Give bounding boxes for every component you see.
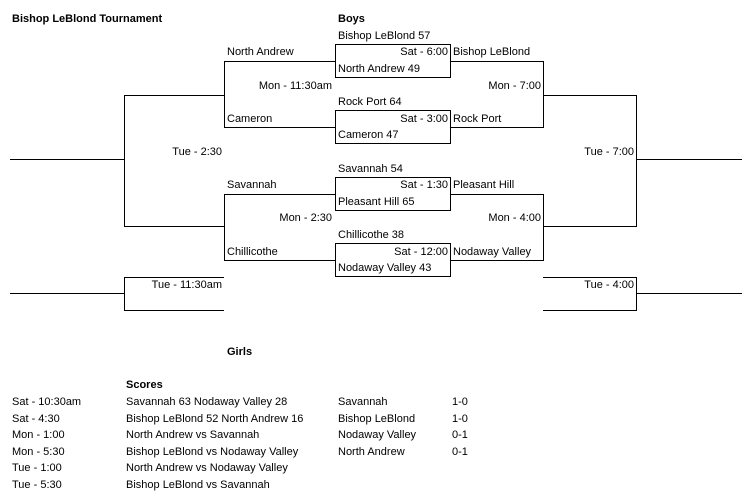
game-box (335, 177, 451, 211)
standings-team: Savannah (338, 396, 388, 408)
bracket-line (450, 61, 544, 62)
game1-time: Sat - 6:00 (400, 46, 448, 58)
boys-heading: Boys (338, 13, 365, 25)
game-box (335, 44, 451, 78)
bracket-line (10, 293, 124, 294)
standings-record: 0-1 (452, 446, 468, 458)
schedule-time: Tue - 5:30 (12, 479, 62, 491)
bracket-line (450, 260, 544, 261)
bracket-line (543, 277, 637, 278)
game3-time: Sat - 1:30 (400, 179, 448, 191)
bracket-line (224, 194, 335, 195)
bracket-line (124, 277, 125, 311)
bracket-line (636, 277, 637, 311)
bracket-line (543, 95, 637, 96)
bracket-line (124, 310, 224, 311)
bracket-line (543, 310, 637, 311)
right-consolation-time: Tue - 4:00 (584, 279, 634, 291)
game3-lower-team: Pleasant Hill 65 (338, 196, 415, 208)
scores-heading: Scores (126, 379, 163, 391)
standings-team: North Andrew (338, 446, 405, 458)
game-box (335, 243, 451, 277)
bracket-line (636, 159, 742, 160)
standings-record: 0-1 (452, 429, 468, 441)
schedule-game: Bishop LeBlond vs Savannah (126, 479, 270, 491)
bracket-line (224, 127, 335, 128)
left-team-chillicothe: Chillicothe (227, 246, 278, 258)
bracket-line (543, 194, 544, 261)
bracket-line (636, 95, 637, 226)
standings-team: Nodaway Valley (338, 429, 417, 441)
bracket-line (224, 61, 225, 128)
standings-team: Bishop LeBlond (338, 413, 416, 425)
schedule-game: Savannah 63 Nodaway Valley 28 (126, 396, 288, 408)
schedule-time: Sat - 4:30 (12, 413, 60, 425)
game2-time: Sat - 3:00 (400, 113, 448, 125)
game2-lower-team: Cameron 47 (338, 129, 399, 141)
standings-record: 1-0 (452, 396, 468, 408)
left-game-time: Mon - 2:30 (279, 212, 332, 224)
bracket-line (124, 226, 224, 227)
game-box (335, 110, 451, 144)
schedule-time: Tue - 1:00 (12, 462, 62, 474)
game4-lower-team: Nodaway Valley 43 (338, 262, 432, 274)
right-final-time: Tue - 7:00 (584, 146, 634, 158)
schedule-time: Sat - 10:30am (12, 396, 82, 408)
bracket-line (124, 277, 224, 278)
game2-upper-team: Rock Port 64 (338, 96, 402, 108)
tournament-title: Bishop LeBlond Tournament (12, 13, 163, 25)
schedule-game: North Andrew vs Nodaway Valley (126, 462, 288, 474)
left-team-cameron: Cameron (227, 113, 273, 125)
game3-winner: Pleasant Hill (453, 179, 515, 191)
game3-upper-team: Savannah 54 (338, 163, 403, 175)
bracket-line (224, 61, 335, 62)
left-game-time: Mon - 11:30am (258, 80, 332, 92)
schedule-game: North Andrew vs Savannah (126, 429, 260, 441)
right-game-time: Mon - 4:00 (488, 212, 541, 224)
bracket-line (124, 95, 125, 226)
schedule-game: Bishop LeBlond vs Nodaway Valley (126, 446, 299, 458)
bracket-line (450, 127, 544, 128)
bracket-line (450, 194, 544, 195)
standings-record: 1-0 (452, 413, 468, 425)
right-game-time: Mon - 7:00 (488, 80, 541, 92)
left-team-savannah: Savannah (227, 179, 277, 191)
schedule-time: Mon - 5:30 (12, 446, 65, 458)
bracket-line (543, 226, 637, 227)
bracket-line (224, 260, 335, 261)
bracket-line (124, 95, 224, 96)
schedule-game: Bishop LeBlond 52 North Andrew 16 (126, 413, 304, 425)
left-consolation-time: Tue - 11:30am (151, 279, 222, 291)
left-semifinal-time: Tue - 2:30 (172, 146, 222, 158)
game4-upper-team: Chillicothe 38 (338, 229, 405, 241)
bracket-line (636, 293, 742, 294)
game1-winner: Bishop LeBlond (453, 46, 531, 58)
schedule-time: Mon - 1:00 (12, 429, 65, 441)
bracket-line (543, 61, 544, 128)
girls-heading: Girls (227, 346, 253, 358)
game2-winner: Rock Port (453, 113, 502, 125)
bracket-line (224, 194, 225, 261)
bracket-line (10, 159, 124, 160)
game4-time: Sat - 12:00 (394, 246, 448, 258)
left-team-north-andrew: North Andrew (227, 46, 294, 58)
game1-lower-team: North Andrew 49 (338, 63, 420, 75)
game4-winner: Nodaway Valley (453, 246, 532, 258)
game1-upper-team: Bishop LeBlond 57 (338, 30, 431, 42)
